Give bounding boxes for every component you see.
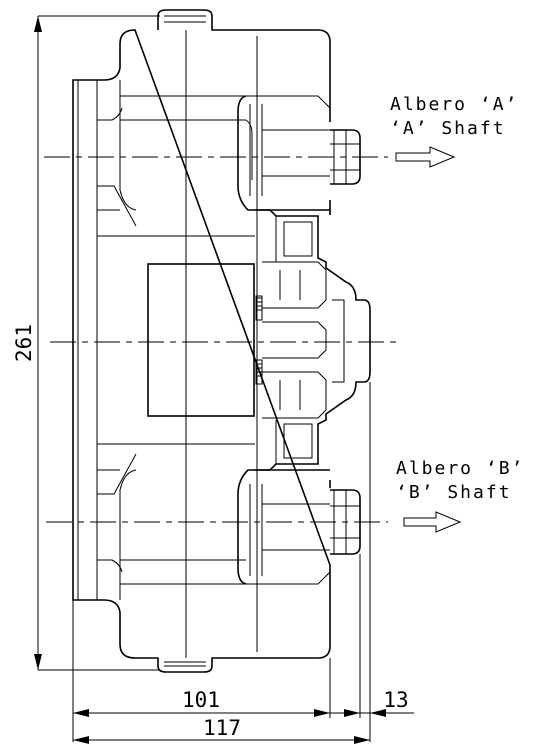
overall-width-label: 117	[203, 716, 241, 740]
shaft-b-label-en: ‘B’ Shaft	[396, 482, 512, 503]
upper-boss	[237, 95, 331, 211]
lower-boss	[237, 469, 331, 585]
gear-cover	[147, 209, 371, 471]
housing-body	[72, 9, 331, 673]
shaft-a-label-en: ‘A’ Shaft	[390, 118, 506, 139]
height-dimension: 261	[12, 15, 160, 671]
shaft-a-output-arrow	[395, 146, 456, 168]
flange-width-label: 13	[383, 688, 408, 712]
body-width-label: 101	[182, 688, 220, 712]
shaft-a-label-it: Albero ‘A’	[390, 94, 518, 115]
height-dimension-label: 261	[12, 324, 36, 362]
bottom-dimensions: 101 13 117	[72, 382, 414, 744]
shaft-b-label-it: Albero ‘B’	[396, 458, 524, 479]
center-lines	[44, 156, 396, 523]
shaft-b-output-arrow	[403, 511, 462, 533]
